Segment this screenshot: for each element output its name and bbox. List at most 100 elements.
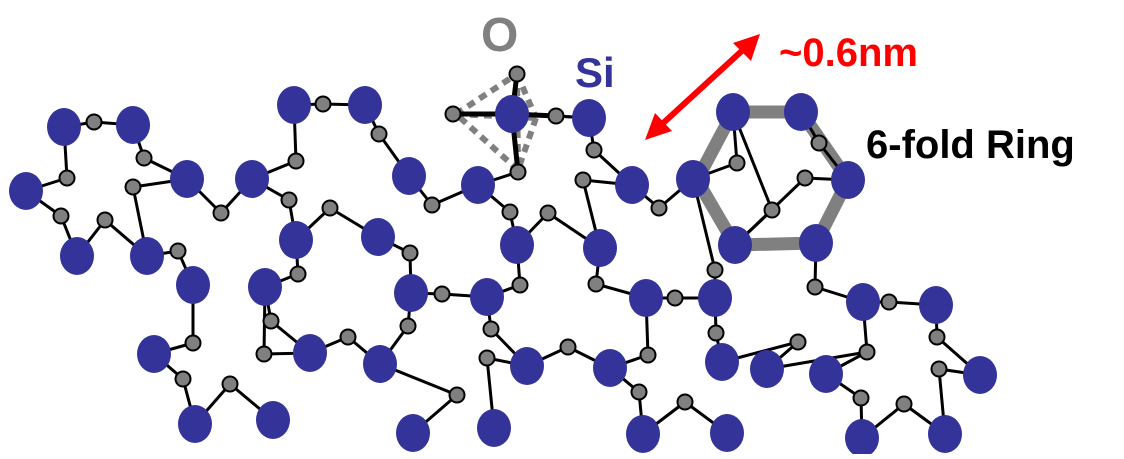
oxygen-atom: [287, 152, 305, 170]
silicon-atom: [928, 415, 962, 453]
silicon-atom: [477, 409, 511, 447]
oxygen-atom: [444, 105, 462, 123]
oxygen-atom: [880, 293, 898, 311]
silicon-atom: [831, 161, 865, 199]
silicon-atom: [626, 415, 660, 453]
oxygen-atom: [448, 386, 466, 404]
dimension-arrow-head: [645, 113, 672, 140]
silicon-atom: [137, 335, 171, 373]
oxygen-atom: [511, 276, 529, 294]
silicon-atom: [784, 93, 818, 131]
oxygen-atom: [96, 211, 114, 229]
silicon-atom: [396, 414, 430, 452]
silicon-atom: [495, 95, 529, 133]
oxygen-atom: [706, 261, 724, 279]
oxygen-atom: [852, 389, 870, 407]
oxygen-atom: [212, 204, 230, 222]
oxygen-atom: [539, 204, 557, 222]
silicon-atom: [60, 237, 94, 275]
oxygen-atom: [547, 107, 565, 125]
oxygen-atom: [585, 141, 603, 159]
silicon-atom: [583, 229, 617, 267]
silicon-atom: [277, 86, 311, 124]
oxygen-atom: [399, 317, 417, 335]
oxygen-atom: [650, 199, 668, 217]
silicon-atom: [293, 334, 327, 372]
oxygen-atom: [255, 345, 273, 363]
silicon-atom: [593, 349, 627, 387]
oxygen-atom: [509, 163, 527, 181]
oxygen-atom: [289, 265, 307, 283]
silicon-atom: [710, 414, 744, 452]
tetrahedron-edge: [515, 117, 539, 171]
silicon-atom: [116, 106, 150, 144]
oxygen-atom: [895, 395, 913, 413]
silicon-atom: [279, 221, 313, 259]
oxygen-atom: [169, 242, 187, 260]
oxygen-atom: [508, 65, 526, 83]
oxygen-atom: [339, 328, 357, 346]
silicon-atom: [394, 274, 428, 312]
oxygen-atom: [478, 349, 496, 367]
oxygen-atom: [370, 125, 388, 143]
oxygen-atom: [806, 278, 824, 296]
oxygen-atom: [930, 360, 948, 378]
oxygen-atom: [630, 383, 648, 401]
silicon-atom: [750, 350, 784, 388]
ring-name-label: 6-fold Ring: [866, 123, 1075, 167]
silicon-atom: [363, 345, 397, 383]
silicon-atom: [170, 160, 204, 198]
silicon-atom: [846, 283, 880, 321]
silicon-atom: [47, 108, 81, 146]
silicon-atom: [845, 419, 879, 457]
dimension-arrow-head: [733, 34, 760, 61]
oxygen-atom: [676, 393, 694, 411]
oxygen-atom: [763, 201, 781, 219]
silicon-atom: [629, 279, 663, 317]
oxygen-atom: [58, 169, 76, 187]
oxygen-atom: [184, 334, 202, 352]
oxygen-atom: [221, 375, 239, 393]
tetrahedron-edge: [454, 71, 519, 117]
oxygen-atom: [433, 285, 451, 303]
silicon-atom: [461, 166, 495, 204]
silicon-atom: [256, 401, 290, 439]
silicon-atom: [470, 278, 504, 316]
silicon-atom: [809, 355, 843, 393]
oxygen-atom: [728, 154, 746, 172]
silicon-atom: [615, 166, 649, 204]
silicon-atom: [500, 226, 534, 264]
silicon-atom: [919, 286, 953, 324]
oxygen-atom: [401, 244, 419, 262]
oxygen-atom: [559, 338, 577, 356]
oxygen-atom: [796, 169, 814, 187]
silicon-atom: [235, 160, 269, 198]
oxygen-atom: [501, 203, 519, 221]
oxygen-atom: [124, 178, 142, 196]
silicon-atom: [718, 226, 752, 264]
silicon-atom: [510, 347, 544, 385]
silicon-atom: [178, 405, 212, 443]
silicon-atom: [705, 343, 739, 381]
oxygen-atom: [52, 207, 70, 225]
oxygen-atom: [928, 328, 946, 346]
silicon-atom: [963, 356, 997, 394]
oxygen-atom: [574, 171, 592, 189]
silicon-label: Si: [575, 49, 615, 96]
silicon-atom: [248, 268, 282, 306]
oxygen-label: O: [481, 9, 519, 62]
oxygen-atom: [587, 275, 605, 293]
silicon-atom: [716, 93, 750, 131]
silicon-atom: [392, 157, 426, 195]
oxygen-atom: [666, 289, 684, 307]
silicon-atom: [9, 172, 43, 210]
oxygen-atom: [135, 149, 153, 167]
oxygen-atom: [707, 324, 725, 342]
oxygen-atom: [639, 346, 657, 364]
oxygen-atom: [482, 320, 500, 338]
oxygen-atom: [85, 113, 103, 131]
oxygen-atom: [321, 199, 339, 217]
silicon-atom: [799, 224, 833, 262]
oxygen-atom: [810, 134, 828, 152]
